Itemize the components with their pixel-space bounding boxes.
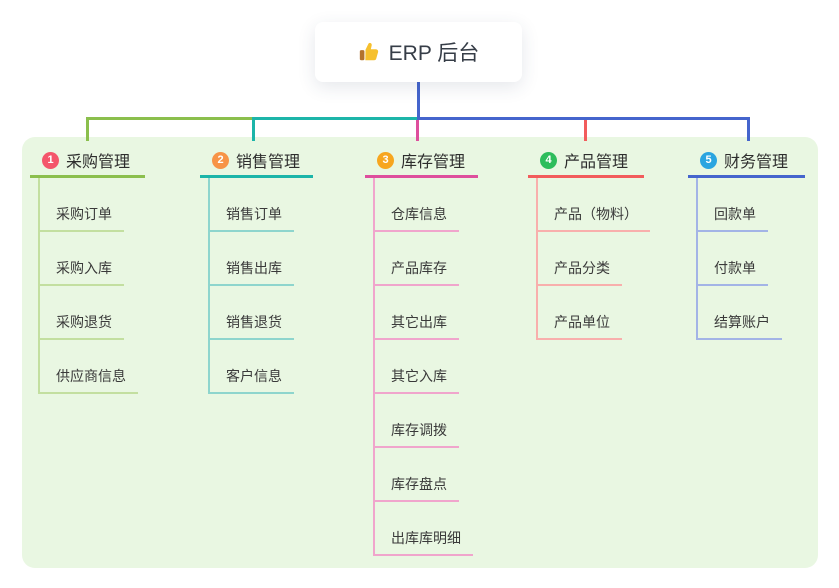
branch-title-row[interactable]: 2 销售管理 bbox=[200, 145, 313, 178]
branch-item[interactable]: 产品库存 bbox=[373, 232, 478, 286]
connector-root-vertical bbox=[417, 82, 420, 120]
connector-horizontal-segment bbox=[252, 117, 418, 120]
branch-item[interactable]: 其它入库 bbox=[373, 340, 478, 394]
branch-item[interactable]: 采购订单 bbox=[38, 178, 145, 232]
branch-item[interactable]: 产品单位 bbox=[536, 286, 650, 340]
connector-horizontal-segment bbox=[86, 117, 254, 120]
branch-title-label: 产品管理 bbox=[564, 154, 629, 171]
connector-horizontal-segment bbox=[417, 117, 750, 120]
branch-items: 采购订单 采购入库 采购退货 供应商信息 bbox=[38, 178, 145, 394]
root-node[interactable]: ERP 后台 bbox=[315, 22, 522, 82]
branch-item-label: 回款单 bbox=[696, 204, 768, 232]
branch-title-label: 库存管理 bbox=[401, 154, 466, 171]
branch-item-label: 出库库明细 bbox=[373, 528, 473, 556]
branch-title-label: 销售管理 bbox=[236, 154, 301, 171]
connector-branch-drop bbox=[252, 117, 255, 141]
branch-item-label: 客户信息 bbox=[208, 366, 294, 394]
branch-item[interactable]: 采购入库 bbox=[38, 232, 145, 286]
branch-title-label: 采购管理 bbox=[66, 154, 131, 171]
branch-title-row[interactable]: 5 财务管理 bbox=[688, 145, 805, 178]
branch-index-badge: 2 bbox=[212, 151, 229, 169]
branch-item-label: 销售订单 bbox=[208, 204, 294, 232]
connector-branch-drop bbox=[747, 117, 750, 141]
branch-item[interactable]: 产品（物料） bbox=[536, 178, 650, 232]
branch-items: 仓库信息 产品库存 其它出库 其它入库 库存调拨 库存盘点 出库库明细 bbox=[373, 178, 478, 556]
branch: 5 财务管理 回款单 付款单 结算账户 bbox=[688, 145, 805, 340]
branch-index-badge: 1 bbox=[42, 151, 59, 169]
branch-item-label: 仓库信息 bbox=[373, 204, 459, 232]
root-title: ERP 后台 bbox=[388, 42, 480, 65]
branch-item-label: 采购入库 bbox=[38, 258, 124, 286]
connector-branch-drop bbox=[416, 120, 419, 141]
branch-item[interactable]: 出库库明细 bbox=[373, 502, 478, 556]
branch-items: 回款单 付款单 结算账户 bbox=[696, 178, 805, 340]
branch-title-row[interactable]: 3 库存管理 bbox=[365, 145, 478, 178]
branches-panel bbox=[22, 137, 818, 568]
branch-item-label: 库存盘点 bbox=[373, 474, 459, 502]
branch-item-label: 结算账户 bbox=[696, 312, 782, 340]
branch-title-row[interactable]: 4 产品管理 bbox=[528, 145, 644, 178]
branch-item[interactable]: 库存调拨 bbox=[373, 394, 478, 448]
branch-item-label: 产品库存 bbox=[373, 258, 459, 286]
branch-item-label: 供应商信息 bbox=[38, 366, 138, 394]
branch-index-badge: 5 bbox=[700, 151, 717, 169]
branch-item[interactable]: 销售退货 bbox=[208, 286, 313, 340]
branch-item-label: 产品分类 bbox=[536, 258, 622, 286]
branch-item-label: 其它出库 bbox=[373, 312, 459, 340]
connector-branch-drop bbox=[584, 120, 587, 141]
branch: 4 产品管理 产品（物料） 产品分类 产品单位 bbox=[528, 145, 650, 340]
branch-item[interactable]: 回款单 bbox=[696, 178, 805, 232]
branch-item[interactable]: 结算账户 bbox=[696, 286, 805, 340]
branch-item[interactable]: 其它出库 bbox=[373, 286, 478, 340]
branch-title-row[interactable]: 1 采购管理 bbox=[30, 145, 145, 178]
branch-item-label: 采购退货 bbox=[38, 312, 124, 340]
branch-items: 销售订单 销售出库 销售退货 客户信息 bbox=[208, 178, 313, 394]
branch-item-label: 采购订单 bbox=[38, 204, 124, 232]
branch-item-label: 付款单 bbox=[696, 258, 768, 286]
branch-index-badge: 4 bbox=[540, 151, 557, 169]
branch-item-label: 销售退货 bbox=[208, 312, 294, 340]
branch-item[interactable]: 销售出库 bbox=[208, 232, 313, 286]
branch-index-badge: 3 bbox=[377, 151, 394, 169]
branch-item-label: 产品（物料） bbox=[536, 204, 650, 232]
branch-item-label: 其它入库 bbox=[373, 366, 459, 394]
branch-item[interactable]: 采购退货 bbox=[38, 286, 145, 340]
branch: 1 采购管理 采购订单 采购入库 采购退货 供应商信息 bbox=[30, 145, 145, 394]
branch-items: 产品（物料） 产品分类 产品单位 bbox=[536, 178, 650, 340]
branch: 2 销售管理 销售订单 销售出库 销售退货 客户信息 bbox=[200, 145, 313, 394]
branch-title-label: 财务管理 bbox=[724, 154, 789, 171]
branch-item-label: 库存调拨 bbox=[373, 420, 459, 448]
branch-item[interactable]: 客户信息 bbox=[208, 340, 313, 394]
branch-item-label: 销售出库 bbox=[208, 258, 294, 286]
branch-item[interactable]: 产品分类 bbox=[536, 232, 650, 286]
branch-item[interactable]: 销售订单 bbox=[208, 178, 313, 232]
branch-item[interactable]: 付款单 bbox=[696, 232, 805, 286]
branch-item-label: 产品单位 bbox=[536, 312, 622, 340]
branch-item[interactable]: 库存盘点 bbox=[373, 448, 478, 502]
connector-branch-drop bbox=[86, 117, 89, 141]
branch-item[interactable]: 供应商信息 bbox=[38, 340, 145, 394]
thumbs-up-icon bbox=[359, 42, 378, 61]
branch-item[interactable]: 仓库信息 bbox=[373, 178, 478, 232]
branch: 3 库存管理 仓库信息 产品库存 其它出库 其它入库 库存调拨 库存盘点 出库库… bbox=[365, 145, 478, 556]
